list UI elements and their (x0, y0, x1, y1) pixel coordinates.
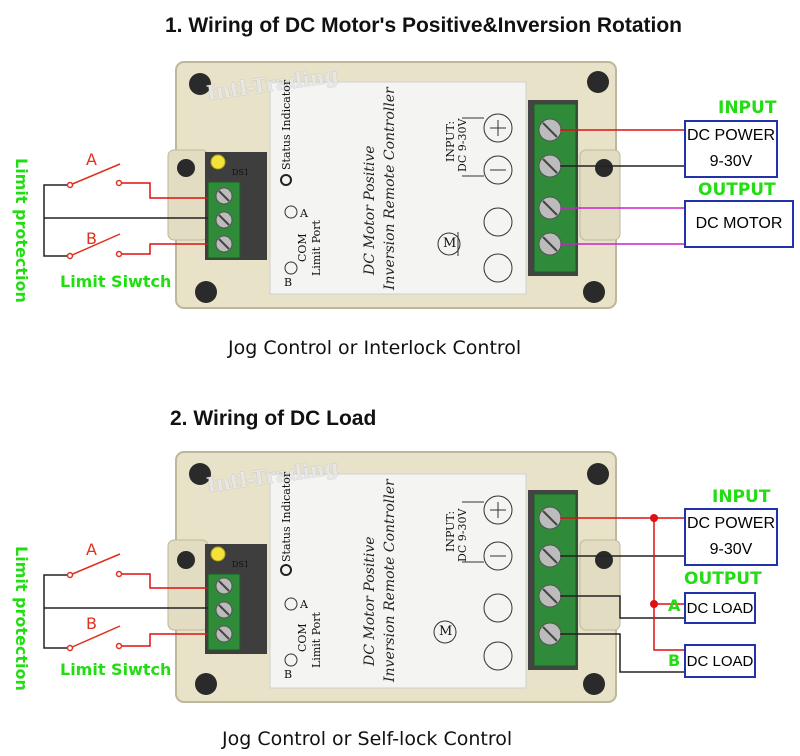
switch-a-2: A (86, 540, 97, 559)
label-card-1 (269, 81, 527, 295)
label-card-2 (269, 473, 527, 689)
limit-switch-2: Limit Siwtch (60, 660, 172, 679)
dc-power-line1-2: DC POWER (687, 515, 775, 532)
input-label-1: INPUT (718, 98, 777, 118)
load-a-label: A (668, 596, 681, 615)
port-a-1: A (300, 207, 308, 220)
switch-a-1: A (86, 150, 97, 169)
motor-symbol-1: M (443, 236, 457, 251)
dc-power-box-1: DC POWER 9-30V (684, 120, 778, 178)
load-b-label: B (668, 651, 681, 670)
port-label-2: Limit Port (310, 612, 323, 668)
wires-2 (43, 517, 684, 673)
section2-title: 2. Wiring of DC Load (170, 407, 377, 430)
dc-load-b-box: DC LOAD (684, 644, 756, 678)
section1-title: 1. Wiring of DC Motor's Positive&Inversi… (165, 14, 683, 37)
device-name-2a: DC Motor Positive (362, 536, 378, 666)
status-indicator-label-2: Status Indicator (280, 471, 293, 562)
port-b-2: B (284, 668, 293, 681)
switch-b-1: B (86, 229, 97, 248)
dc-power-line1-1: DC POWER (687, 127, 775, 144)
limit-protection-2: Limit protection (12, 546, 31, 691)
motor-symbol-2: M (439, 624, 453, 639)
dc-power-line2-1: 9-30V (709, 153, 753, 170)
port-com-2: COM (296, 623, 309, 652)
port-b-1: B (284, 276, 293, 289)
dc-load-a-box: DC LOAD (684, 592, 756, 624)
status-led-1 (210, 154, 226, 170)
output-label-1: OUTPUT (698, 180, 776, 200)
ds-label-2: DS1 (232, 560, 249, 569)
input-spec-2b: DC 9-30V (456, 508, 469, 562)
port-a-2: A (300, 598, 308, 611)
device-name-2b: Inversion Remote Controller (382, 479, 398, 682)
status-led-2 (210, 546, 226, 562)
section2-caption: Jog Control or Self-lock Control (222, 728, 513, 750)
dc-motor-box: DC MOTOR (684, 200, 794, 248)
wires-1 (43, 129, 684, 257)
section1-caption: Jog Control or Interlock Control (228, 337, 522, 359)
input-label-2: INPUT (712, 487, 771, 507)
limit-protection-1: Limit protection (12, 158, 31, 303)
switch-b-2: B (86, 614, 97, 633)
dc-power-box-2: DC POWER 9-30V (684, 508, 778, 566)
output-label-2: OUTPUT (684, 569, 762, 589)
ds-label-1: DS1 (232, 168, 249, 177)
dc-power-line2-2: 9-30V (709, 541, 753, 558)
limit-switch-1: Limit Siwtch (60, 272, 172, 291)
